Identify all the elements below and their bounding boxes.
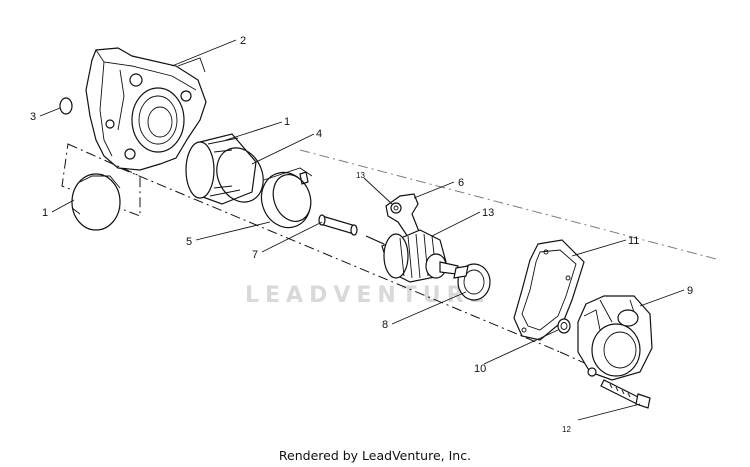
part-fitting [557,318,571,334]
part-gasket [513,239,585,341]
callout-13-drum: 13 [482,207,494,219]
part-motor [577,295,653,381]
part-drum-spring [365,229,459,283]
part-washer [453,263,491,301]
part-o-ring-large [216,147,264,203]
callout-13-top: 13 [356,171,365,180]
callout-1-drum: 1 [284,116,290,128]
callout-5: 5 [186,236,192,248]
callout-3: 3 [30,111,36,123]
callout-10: 10 [474,363,486,375]
part-sleeve [260,167,313,229]
callout-4: 4 [316,128,322,140]
leader-lines [39,39,685,421]
footer-credit: Rendered by LeadVenture, Inc. [278,448,472,463]
part-lever-arm [385,193,421,241]
callout-9: 9 [687,285,693,297]
part-cover-left [61,143,141,231]
callout-8: 8 [382,319,388,331]
secondary-axis-line [299,149,721,261]
callout-12: 12 [562,425,571,434]
assembly-axis-line [119,167,561,353]
part-shaft [318,214,358,236]
part-bolt [600,379,651,409]
part-housing [85,47,207,171]
callout-2: 2 [240,35,246,47]
callout-6: 6 [458,177,464,189]
watermark: LEADVENTURE [245,283,491,308]
part-o-ring-small [59,97,73,115]
callout-7: 7 [252,249,258,261]
assembly-axis-line-end [559,351,601,371]
part-drum-cylinder [185,133,257,205]
callout-1-cover: 1 [42,207,48,219]
callout-11: 11 [628,235,639,247]
